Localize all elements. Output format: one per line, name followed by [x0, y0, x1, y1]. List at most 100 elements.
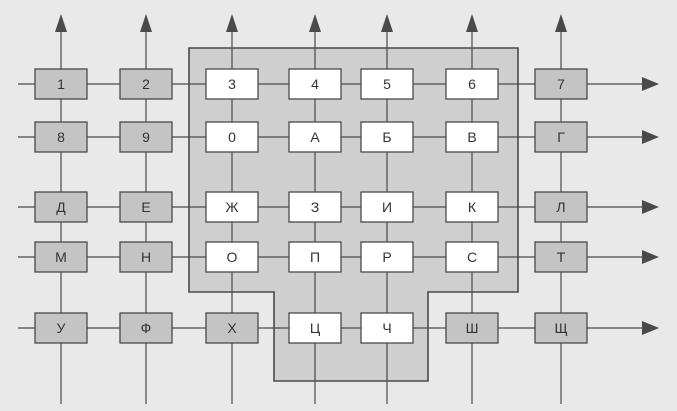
up-arrow-icon [140, 14, 152, 32]
key-box [534, 312, 588, 344]
key-label: Е [141, 199, 150, 215]
key-label: Х [227, 320, 237, 336]
key-box [445, 121, 499, 153]
key-box [445, 191, 499, 223]
key-label: К [468, 199, 477, 215]
key-label: Д [56, 199, 66, 215]
right-arrow-icon [642, 321, 659, 335]
key-8: 8 [34, 121, 88, 153]
key-box [534, 241, 588, 273]
key-Н: Н [119, 241, 173, 273]
key-label: 5 [383, 76, 391, 92]
key-box [34, 312, 88, 344]
key-К: К [445, 191, 499, 223]
right-arrow-icon [642, 200, 659, 214]
key-box [288, 121, 342, 153]
key-Ч: Ч [360, 312, 414, 344]
up-arrow-icon [466, 14, 478, 32]
key-Е: Е [119, 191, 173, 223]
key-box [288, 312, 342, 344]
key-label: Т [557, 249, 566, 265]
key-box [119, 121, 173, 153]
key-box [288, 241, 342, 273]
up-arrow-icon [226, 14, 238, 32]
key-label: Ц [310, 320, 321, 336]
key-label: Ф [141, 320, 152, 336]
key-И: И [360, 191, 414, 223]
key-Х: Х [205, 312, 259, 344]
key-П: П [288, 241, 342, 273]
key-Б: Б [360, 121, 414, 153]
key-label: 6 [468, 76, 476, 92]
key-box [34, 121, 88, 153]
key-Ц: Ц [288, 312, 342, 344]
key-9: 9 [119, 121, 173, 153]
key-label: Б [382, 129, 391, 145]
key-label: У [57, 320, 66, 336]
key-У: У [34, 312, 88, 344]
key-label: Р [382, 249, 391, 265]
key-0: 0 [205, 121, 259, 153]
key-С: С [445, 241, 499, 273]
key-box [360, 68, 414, 100]
up-arrow-icon [55, 14, 67, 32]
key-box [119, 312, 173, 344]
key-label: Ш [466, 320, 479, 336]
key-box [119, 241, 173, 273]
key-label: 7 [557, 76, 565, 92]
arrowheads [55, 14, 659, 335]
key-А: А [288, 121, 342, 153]
key-box [360, 191, 414, 223]
key-label: 8 [57, 129, 65, 145]
key-2: 2 [119, 68, 173, 100]
key-Щ: Щ [534, 312, 588, 344]
key-В: В [445, 121, 499, 153]
key-Л: Л [534, 191, 588, 223]
key-7: 7 [534, 68, 588, 100]
key-box [360, 241, 414, 273]
key-label: А [310, 129, 320, 145]
key-box [445, 312, 499, 344]
key-label: Н [141, 249, 151, 265]
key-label: 2 [142, 76, 150, 92]
key-М: М [34, 241, 88, 273]
key-Р: Р [360, 241, 414, 273]
key-box [34, 68, 88, 100]
key-box [205, 68, 259, 100]
key-box [534, 191, 588, 223]
key-label: 1 [57, 76, 65, 92]
key-box [205, 121, 259, 153]
key-label: И [382, 199, 392, 215]
key-box [534, 68, 588, 100]
key-label: Ж [226, 199, 239, 215]
key-box [205, 312, 259, 344]
key-label: 3 [228, 76, 236, 92]
key-box [288, 68, 342, 100]
key-label: В [467, 129, 476, 145]
key-box [360, 121, 414, 153]
right-arrow-icon [642, 130, 659, 144]
key-label: Г [557, 129, 565, 145]
key-box [445, 68, 499, 100]
up-arrow-icon [381, 14, 393, 32]
key-box [360, 312, 414, 344]
key-label: М [55, 249, 67, 265]
key-Г: Г [534, 121, 588, 153]
key-О: О [205, 241, 259, 273]
key-label: П [310, 249, 320, 265]
key-Ф: Ф [119, 312, 173, 344]
key-5: 5 [360, 68, 414, 100]
key-box [205, 191, 259, 223]
key-label: Щ [554, 320, 567, 336]
right-arrow-icon [642, 250, 659, 264]
key-label: О [227, 249, 238, 265]
key-Ш: Ш [445, 312, 499, 344]
key-label: 0 [228, 129, 236, 145]
key-Д: Д [34, 191, 88, 223]
key-box [205, 241, 259, 273]
key-label: Л [556, 199, 565, 215]
up-arrow-icon [555, 14, 567, 32]
key-label: С [467, 249, 477, 265]
key-box [119, 68, 173, 100]
